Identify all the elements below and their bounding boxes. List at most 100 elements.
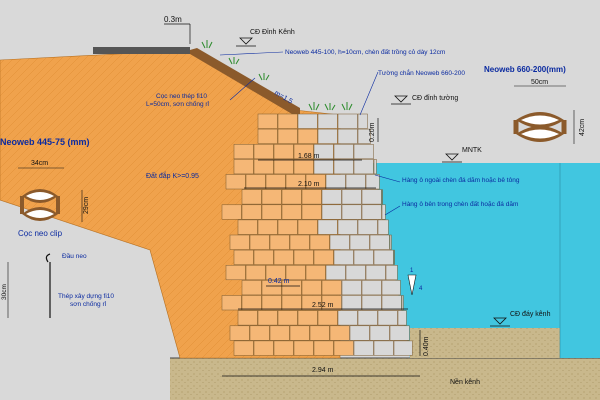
wall-block: [345, 174, 366, 190]
wall-block: [329, 234, 350, 250]
wall-block: [293, 144, 314, 160]
ratio-one-label: 1: [410, 268, 414, 274]
wall-block: [317, 310, 338, 326]
wall-block: [365, 265, 386, 281]
wall-block: [257, 219, 278, 235]
dim-042-label: 0.42 m: [268, 278, 290, 285]
wall-block: [309, 234, 330, 250]
dimension-lines: [164, 23, 421, 377]
wall-block: [273, 249, 294, 265]
wall-block: [285, 265, 306, 281]
wall-block: [253, 144, 274, 160]
anchor-pile-label-2: L=50cm, sơn chống rỉ: [146, 99, 210, 108]
wall-block: [257, 128, 278, 144]
wall-block: [221, 204, 242, 220]
wall-block: [389, 234, 392, 250]
dim-210-label: 2.10 m: [298, 181, 320, 188]
wall-block: [253, 249, 274, 265]
wall-block: [273, 159, 294, 175]
water-area: [372, 163, 600, 358]
wall-block: [329, 325, 350, 341]
wall-block: [361, 204, 382, 220]
outer-row-label: Hàng ô ngoài chèn đá dăm hoặc bê tông: [402, 177, 520, 184]
canal-foundation: [170, 358, 600, 400]
ratio-four-label: 4: [419, 286, 423, 292]
batter-ratio-triangle: [407, 274, 417, 296]
wall-block: [349, 234, 370, 250]
wall-block: [237, 310, 258, 326]
retaining-wall-label: Tường chắn Neoweb 660-200: [378, 68, 465, 77]
clip-title: Cọc neo clip: [18, 229, 63, 238]
backfill-label: Đất đắp K>=0.95: [146, 171, 199, 180]
rebar-label-2: sơn chống rỉ: [70, 299, 107, 308]
wall-block: [317, 219, 338, 235]
neoweb-445-width: 34cm: [31, 160, 48, 167]
neoweb-660-height: 42cm: [579, 119, 586, 136]
wall-block: [281, 280, 302, 296]
leader-lines: [219, 51, 401, 216]
wall-block: [337, 219, 358, 235]
wall-block: [273, 340, 294, 356]
rebar-label-1: Thép xây dựng fi10: [58, 293, 114, 300]
wall-block: [397, 310, 407, 326]
wall-block: [345, 265, 366, 281]
wall-block: [341, 189, 362, 205]
wall-block: [321, 204, 342, 220]
wall-block: [301, 189, 322, 205]
wall-block: [317, 113, 338, 129]
wall-block: [373, 249, 394, 265]
top-width-label: 0.3m: [164, 15, 182, 24]
wall-block: [277, 113, 298, 129]
wall-block: [257, 310, 278, 326]
slope-mat: [190, 48, 300, 114]
wall-block: [393, 340, 413, 356]
wall-block: [313, 249, 334, 265]
wall-block: [293, 340, 314, 356]
canal-bottom-label: CĐ đáy kênh: [510, 311, 551, 318]
wall-block: [221, 295, 242, 311]
wall-block: [333, 340, 354, 356]
wall-block: [313, 144, 334, 160]
wall-block: [365, 174, 380, 190]
wall-block: [261, 280, 282, 296]
wall-block: [225, 174, 246, 190]
wall-block: [305, 265, 326, 281]
wall-block: [245, 174, 266, 190]
wall-block: [369, 325, 390, 341]
grass-tufts: [201, 40, 353, 111]
wall-block: [297, 113, 318, 129]
wall-block: [381, 295, 402, 311]
crest-slab: [93, 47, 190, 54]
wall-block: [233, 340, 254, 356]
neoweb-top-label: Neoweb 445-100, h=10cm, chèn đất trồng c…: [285, 47, 445, 56]
wall-block: [261, 204, 282, 220]
wall-block: [289, 325, 310, 341]
wall-block: [237, 219, 258, 235]
wall-block: [353, 340, 374, 356]
wall-block: [225, 265, 246, 281]
wall-block: [337, 113, 358, 129]
neoweb-445-height: 29cm: [83, 197, 90, 214]
wall-block: [265, 265, 286, 281]
wall-block: [353, 249, 374, 265]
wall-block: [257, 113, 278, 129]
wall-block: [313, 340, 334, 356]
neoweb-660-cell-sketch: [513, 85, 575, 144]
wall-block: [325, 265, 346, 281]
anchor-head-label: Đầu neo: [62, 251, 87, 260]
wall-block: [381, 280, 401, 296]
wall-block: [305, 174, 326, 190]
wall-block: [289, 234, 310, 250]
canal-foundation-label: Nền kênh: [450, 377, 480, 386]
wall-block: [297, 219, 318, 235]
canal-crest-label: CĐ Đỉnh Kênh: [250, 28, 295, 36]
wall-block: [229, 325, 250, 341]
wall-block: [241, 280, 262, 296]
wall-top-label: CĐ đỉnh tường: [412, 94, 458, 102]
wall-block: [261, 295, 282, 311]
wall-block: [381, 204, 386, 220]
wall-block: [241, 204, 262, 220]
wall-block: [301, 295, 322, 311]
wall-block: [321, 280, 342, 296]
